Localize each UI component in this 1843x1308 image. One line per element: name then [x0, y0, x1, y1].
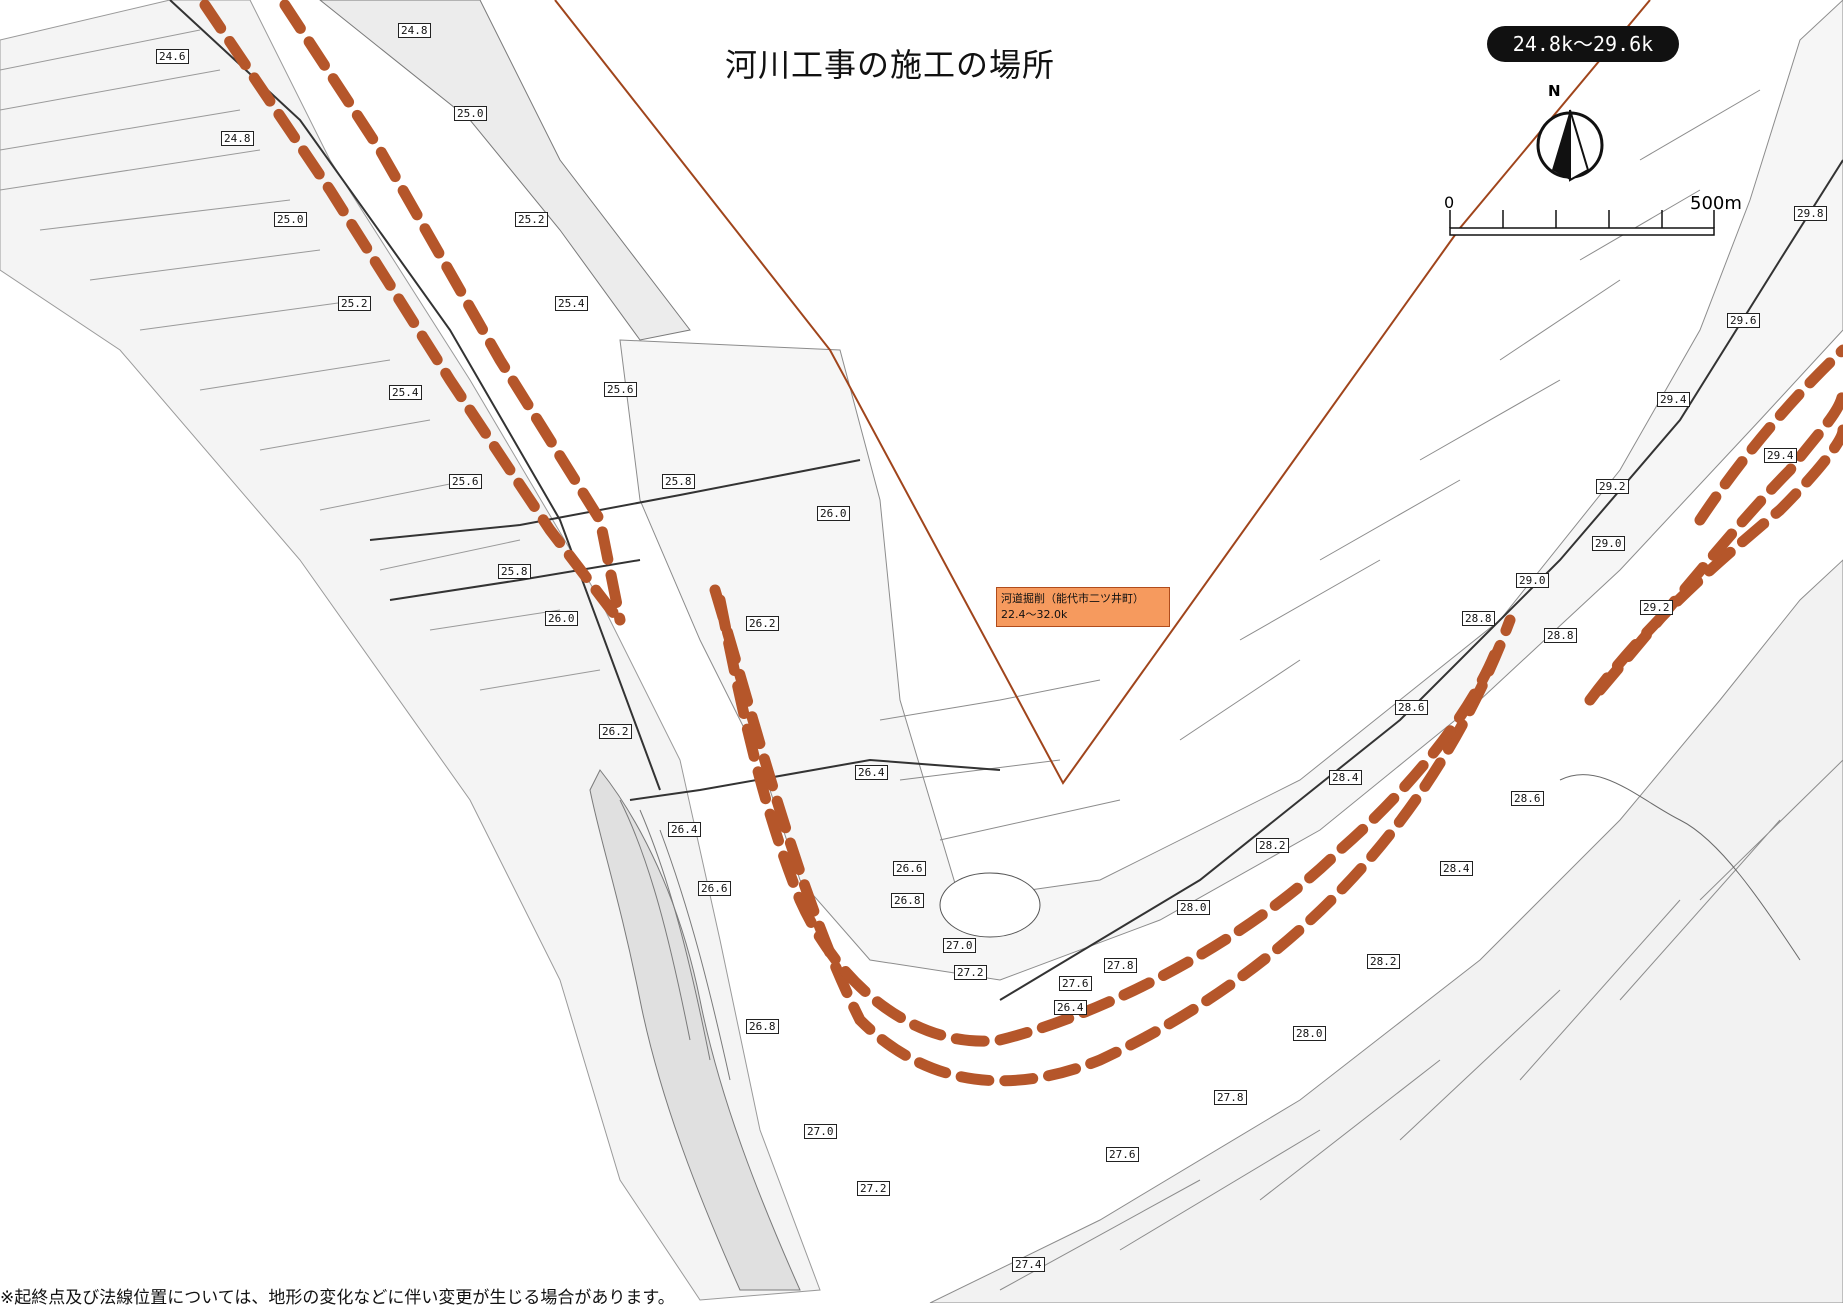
km-marker: 28.0: [1177, 900, 1210, 915]
km-marker: 26.0: [817, 506, 850, 521]
km-marker: 27.6: [1106, 1147, 1139, 1162]
km-marker: 28.0: [1293, 1026, 1326, 1041]
km-marker: 26.8: [746, 1019, 779, 1034]
km-marker: 25.8: [662, 474, 695, 489]
km-marker: 29.4: [1764, 448, 1797, 463]
km-marker: 28.6: [1511, 791, 1544, 806]
north-arrow-icon: [1536, 109, 1604, 182]
terrain-right-bank: [929, 559, 1843, 1303]
km-marker: 26.8: [891, 893, 924, 908]
km-marker: 24.8: [221, 131, 254, 146]
km-marker: 25.0: [454, 106, 487, 121]
km-marker: 28.4: [1329, 770, 1362, 785]
km-marker: 27.6: [1059, 976, 1092, 991]
km-marker: 25.0: [274, 212, 307, 227]
km-marker: 25.8: [498, 564, 531, 579]
km-marker: 24.6: [156, 49, 189, 64]
km-marker: 25.4: [555, 296, 588, 311]
scale-start-label: 0: [1444, 193, 1455, 212]
km-marker: 24.8: [398, 23, 431, 38]
km-marker: 27.8: [1214, 1090, 1247, 1105]
km-marker: 27.0: [943, 938, 976, 953]
km-marker: 26.2: [599, 724, 632, 739]
km-marker: 26.6: [698, 881, 731, 896]
terrain-left-bank: [0, 0, 821, 1301]
km-marker: 29.0: [1592, 536, 1625, 551]
km-marker: 25.6: [604, 382, 637, 397]
km-marker: 29.8: [1794, 206, 1827, 221]
km-marker: 26.6: [893, 861, 926, 876]
work-area-outlines: [199, 0, 1843, 1087]
terrain-hillside: [319, 0, 801, 1291]
km-marker: 26.4: [855, 765, 888, 780]
km-marker: 28.4: [1440, 861, 1473, 876]
km-marker: 28.2: [1256, 838, 1289, 853]
km-marker: 28.8: [1462, 611, 1495, 626]
callout-work-range: 22.4～32.0k: [1001, 608, 1068, 621]
km-marker: 28.8: [1544, 628, 1577, 643]
km-marker: 29.6: [1727, 313, 1760, 328]
km-marker: 27.4: [1012, 1257, 1045, 1272]
km-marker: 25.2: [515, 212, 548, 227]
km-marker: 29.2: [1640, 600, 1673, 615]
km-marker: 25.2: [338, 296, 371, 311]
km-marker: 25.4: [389, 385, 422, 400]
km-marker: 28.6: [1395, 700, 1428, 715]
footnote: ※起終点及び法線位置については、地形の変化などに伴い変更が生じる場合があります。: [0, 1288, 675, 1308]
km-marker: 28.2: [1367, 954, 1400, 969]
km-marker: 27.8: [1104, 958, 1137, 973]
work-callout: 河道掘削（能代市二ツ井町） 22.4～32.0k: [996, 587, 1170, 627]
km-marker: 29.0: [1516, 573, 1549, 588]
km-marker: 26.4: [668, 822, 701, 837]
km-marker: 29.2: [1596, 479, 1629, 494]
km-marker: 27.2: [857, 1181, 890, 1196]
km-marker: 29.4: [1657, 392, 1690, 407]
km-marker: 27.0: [804, 1124, 837, 1139]
km-marker: 26.0: [545, 611, 578, 626]
scale-bar-icon: [1449, 210, 1715, 236]
north-label: N: [1548, 82, 1561, 100]
leader-lines: [554, 0, 1651, 785]
callout-work-title: 河道掘削（能代市二ツ井町）: [1001, 592, 1144, 605]
map-title: 河川工事の施工の場所: [725, 46, 1056, 84]
km-marker: 25.6: [449, 474, 482, 489]
km-marker: 26.4: [1054, 1000, 1087, 1015]
km-marker: 26.2: [746, 616, 779, 631]
km-marker: 27.2: [954, 965, 987, 980]
scale-end-label: 500m: [1690, 193, 1742, 214]
range-badge: 24.8k～29.6k: [1487, 26, 1679, 62]
